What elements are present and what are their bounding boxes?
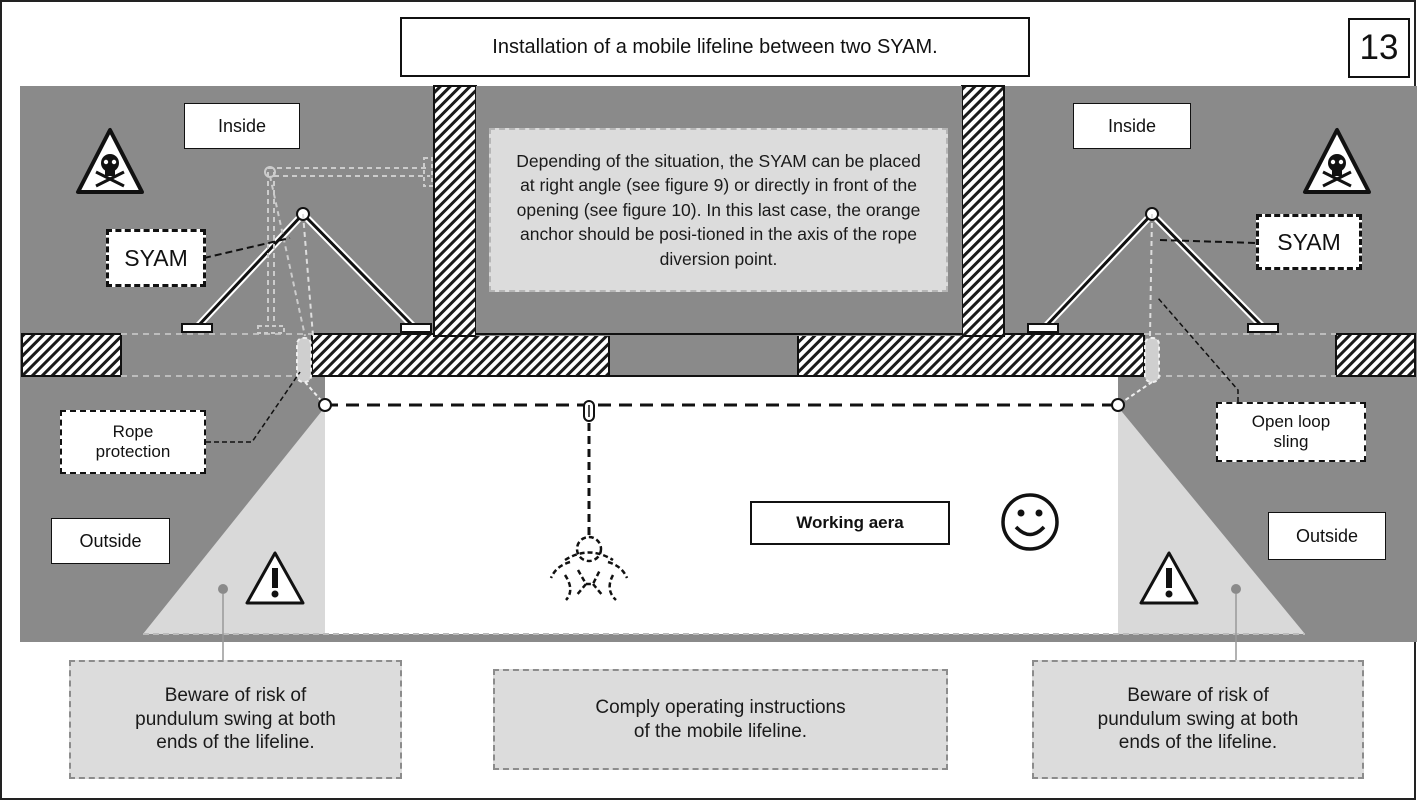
- wall-left-main: [311, 333, 610, 377]
- warning-icon: [245, 551, 305, 605]
- leader-syam-left: [203, 237, 291, 259]
- rope-protection-right: [1144, 337, 1160, 383]
- wall-left-end: [21, 333, 122, 377]
- label-open-loop-sling: Open loop sling: [1216, 402, 1366, 462]
- worker-icon: [549, 535, 629, 601]
- rope-anchor-left: [318, 398, 332, 412]
- note-pendulum-right: Beware of risk of pundulum swing at both…: [1032, 660, 1364, 779]
- label-inside-left: Inside: [184, 103, 300, 149]
- carabiner-icon: [583, 400, 595, 422]
- skull-warning-icon: [76, 128, 144, 194]
- wall-right-end: [1335, 333, 1416, 377]
- note-operating-instructions: Comply operating instructions of the mob…: [493, 669, 948, 770]
- note-pendulum-left: Beware of risk of pundulum swing at both…: [69, 660, 402, 779]
- syam-left-tripod: [181, 157, 433, 337]
- wall-right-main: [797, 333, 1145, 377]
- skull-warning-icon: [1303, 128, 1371, 194]
- diagram-title: Installation of a mobile lifeline betwee…: [400, 17, 1030, 77]
- label-inside-right: Inside: [1073, 103, 1191, 149]
- rope-anchor-right: [1111, 398, 1125, 412]
- column-right: [961, 85, 1005, 337]
- label-syam-right: SYAM: [1256, 214, 1362, 270]
- label-rope-protection: Rope protection: [60, 410, 206, 474]
- label-outside-right: Outside: [1268, 512, 1386, 560]
- label-outside-left: Outside: [51, 518, 170, 564]
- leader-syam-right: [1159, 239, 1257, 244]
- label-syam-left: SYAM: [106, 229, 206, 287]
- figure-number: 13: [1348, 18, 1410, 78]
- label-working-area: Working aera: [750, 501, 950, 545]
- syam-right-tripod: [1027, 207, 1279, 337]
- rope-protection-left: [296, 337, 312, 383]
- smiley-icon: [1001, 493, 1059, 551]
- working-area-zone: [325, 376, 1118, 634]
- note-syam-placement: Depending of the situation, the SYAM can…: [489, 128, 948, 292]
- leader-open-loop-sling: [1157, 297, 1239, 402]
- warning-icon: [1139, 551, 1199, 605]
- column-left: [433, 85, 477, 337]
